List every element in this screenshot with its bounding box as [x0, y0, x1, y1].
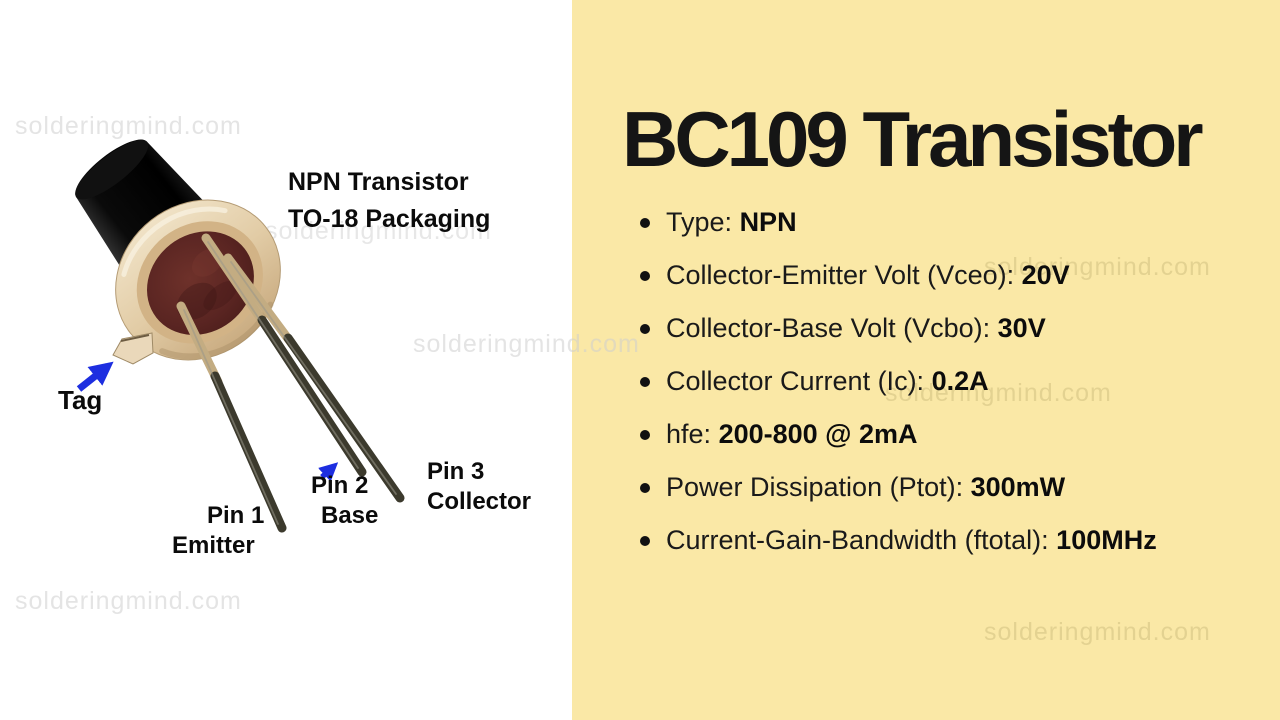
leads	[176, 233, 405, 533]
spec-item-ic: Collector Current (Ic): 0.2A	[640, 355, 1157, 408]
tag-crease	[120, 334, 150, 342]
pin3-sheen	[230, 261, 397, 495]
bullet-icon	[640, 376, 650, 387]
spec-label: Current-Gain-Bandwidth (ftotal):	[666, 525, 1049, 555]
spec-item-ptot: Power Dissipation (Ptot): 300mW	[640, 461, 1157, 514]
caption-npn-transistor: NPN Transistor	[288, 168, 469, 196]
spec-item-hfe: hfe: 200-800 @ 2mA	[640, 408, 1157, 461]
can-top	[75, 139, 149, 200]
bullet-icon	[640, 270, 650, 281]
caption-to18-packaging: TO-18 Packaging	[288, 205, 491, 233]
spec-label: hfe:	[666, 419, 712, 449]
pin1-sheen	[183, 309, 279, 525]
spec-label: Collector-Base Volt (Vcbo):	[666, 313, 991, 343]
spec-label: Type:	[666, 207, 733, 237]
spec-value: 100MHz	[1056, 525, 1157, 555]
bullet-icon	[640, 535, 650, 546]
pin3-lead	[283, 333, 405, 503]
spec-item-type: Type: NPN	[640, 196, 1157, 249]
label-pin2: Pin 2	[311, 472, 369, 499]
label-emitter: Emitter	[172, 532, 255, 559]
spec-text: hfe: 200-800 @ 2mA	[666, 419, 918, 450]
spec-text: Type: NPN	[666, 207, 797, 238]
spec-value: 200-800 @ 2mA	[718, 419, 918, 449]
pin2-arrow-icon	[318, 462, 339, 482]
yellow-panel	[572, 0, 1280, 720]
spec-value: NPN	[739, 207, 797, 237]
tag-arrow-icon	[76, 361, 114, 392]
pin2-sheen	[207, 241, 359, 469]
label-base: Base	[321, 502, 379, 529]
bullet-icon	[640, 429, 650, 440]
spec-item-ftotal: Current-Gain-Bandwidth (ftotal): 100MHz	[640, 514, 1157, 567]
label-pin3: Pin 3	[427, 458, 485, 485]
bullet-icon	[640, 217, 650, 228]
spec-text: Collector Current (Ic): 0.2A	[666, 366, 989, 397]
label-collector: Collector	[427, 488, 532, 515]
spec-label: Collector-Emitter Volt (Vceo):	[666, 260, 1015, 290]
spec-value: 20V	[1021, 260, 1070, 290]
spec-value: 30V	[997, 313, 1046, 343]
spec-text: Power Dissipation (Ptot): 300mW	[666, 472, 1065, 503]
spec-list: Type: NPN Collector-Emitter Volt (Vceo):…	[640, 196, 1157, 567]
spec-item-vceo: Collector-Emitter Volt (Vceo): 20V	[640, 249, 1157, 302]
spec-text: Collector-Base Volt (Vcbo): 30V	[666, 313, 1046, 344]
to18-can	[75, 139, 281, 361]
spec-label: Power Dissipation (Ptot):	[666, 472, 964, 502]
pin2-lead	[257, 315, 367, 477]
bullet-icon	[640, 323, 650, 334]
spec-text: Collector-Emitter Volt (Vceo): 20V	[666, 260, 1070, 291]
bullet-icon	[640, 482, 650, 493]
page-title: BC109 Transistor	[622, 95, 1204, 183]
die-texture	[203, 280, 238, 311]
label-tag: Tag	[58, 385, 103, 415]
spec-text: Current-Gain-Bandwidth (ftotal): 100MHz	[666, 525, 1157, 556]
spec-label: Collector Current (Ic):	[666, 366, 925, 396]
pin1-lead	[210, 371, 287, 533]
spec-value: 300mW	[970, 472, 1066, 502]
transistor-photo	[75, 139, 405, 533]
spec-value: 0.2A	[931, 366, 989, 396]
spec-item-vcbo: Collector-Base Volt (Vcbo): 30V	[640, 302, 1157, 355]
label-pin1: Pin 1	[207, 502, 265, 529]
flange-highlight	[121, 206, 228, 277]
